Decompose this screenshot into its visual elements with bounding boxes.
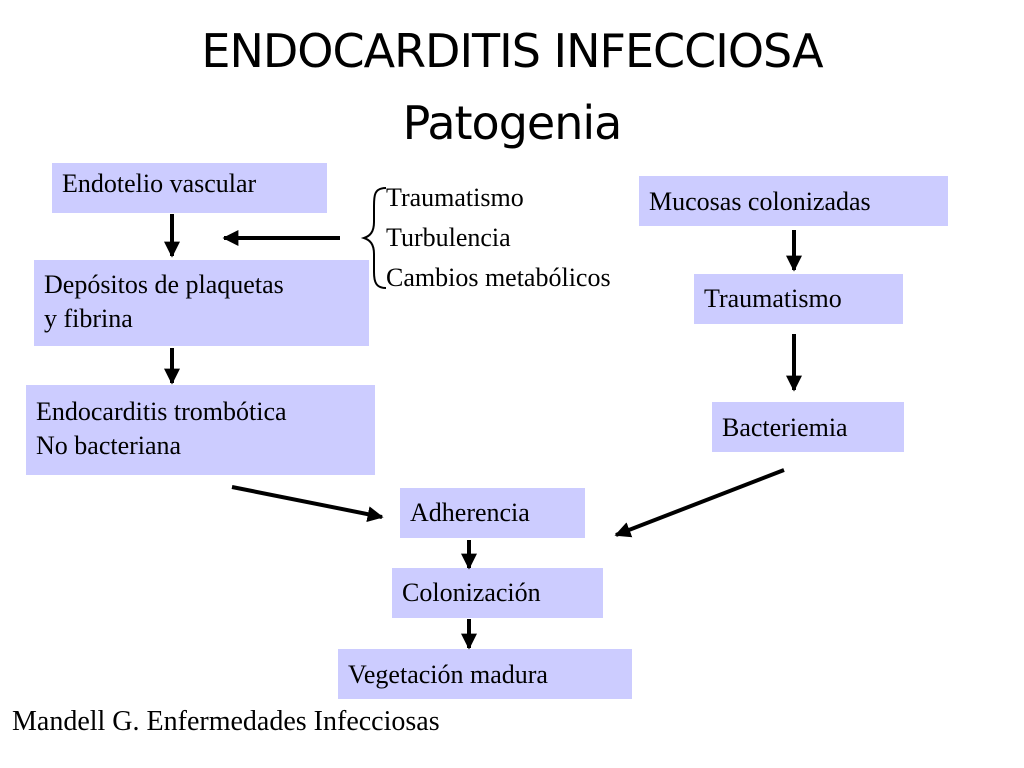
box-label-line1: Depósitos de plaquetas xyxy=(44,270,284,299)
factor-item: Turbulencia xyxy=(386,223,511,252)
box-label: Mucosas colonizadas xyxy=(649,187,871,216)
box-depositos-plaquetas: Depósitos de plaquetas y fibrina xyxy=(34,260,369,346)
slide-title: ENDOCARDITIS INFECCIOSA xyxy=(201,24,823,78)
box-label: Traumatismo xyxy=(704,284,842,313)
box-endotelio-vascular: Endotelio vascular xyxy=(52,163,327,213)
box-label: Bacteriemia xyxy=(722,413,848,442)
box-adherencia: Adherencia xyxy=(400,488,585,538)
factor-list: Traumatismo Turbulencia Cambios metabóli… xyxy=(386,178,611,298)
box-label: Colonización xyxy=(402,578,541,607)
factor-item: Traumatismo xyxy=(386,183,524,212)
box-endocarditis-trombotica: Endocarditis trombótica No bacteriana xyxy=(26,385,375,475)
box-bacteriemia: Bacteriemia xyxy=(712,402,904,452)
factor-item: Cambios metabólicos xyxy=(386,263,611,292)
box-label: Vegetación madura xyxy=(348,660,548,689)
curly-brace xyxy=(360,187,387,289)
box-label-line1: Endocarditis trombótica xyxy=(36,397,287,426)
arrow-bacteriemia-to-adherencia xyxy=(614,468,785,538)
box-label: Adherencia xyxy=(410,498,530,527)
arrow-endocarditis-to-adherencia xyxy=(231,485,384,523)
box-traumatismo: Traumatismo xyxy=(694,274,903,324)
box-colonizacion: Colonización xyxy=(392,568,603,618)
box-vegetacion-madura: Vegetación madura xyxy=(338,649,632,699)
box-label-line2: No bacteriana xyxy=(36,431,182,460)
box-label-line2: y fibrina xyxy=(44,304,133,333)
slide-subtitle: Patogenia xyxy=(402,96,623,150)
box-label: Endotelio vascular xyxy=(62,169,257,198)
citation: Mandell G. Enfermedades Infecciosas xyxy=(12,706,440,737)
box-mucosas-colonizadas: Mucosas colonizadas xyxy=(639,176,948,226)
